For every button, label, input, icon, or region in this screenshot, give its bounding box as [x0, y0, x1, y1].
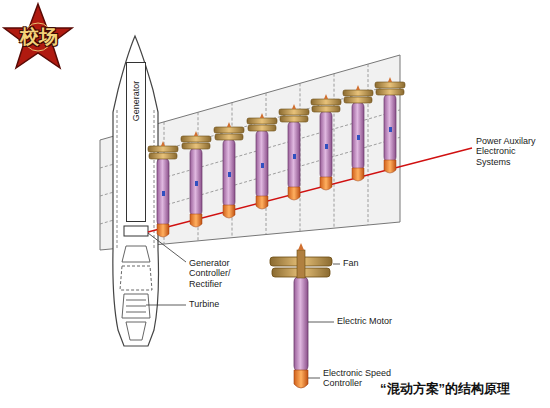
- fan-unit: [247, 113, 277, 209]
- leader-lines: [146, 233, 340, 378]
- power-line: [148, 148, 472, 232]
- logo-star: [4, 4, 72, 68]
- system-label: Power Auxilary Electronic Systems: [475, 136, 547, 167]
- part-label: Turbine: [188, 299, 220, 309]
- caption: “混动方案”的结构原理: [380, 380, 510, 398]
- wing: [100, 55, 400, 250]
- component-name: Generator: [131, 81, 141, 122]
- fan-unit: [181, 131, 211, 227]
- watermark: 校场: [20, 24, 58, 50]
- fan-unit: [148, 141, 178, 237]
- fan-unit: [279, 104, 309, 200]
- rectifier-box: [124, 226, 148, 236]
- part-label: Generator Controller/ Rectifier: [188, 258, 252, 289]
- fuselage: [113, 36, 159, 346]
- fan-unit: [343, 85, 373, 181]
- fan-unit: [214, 122, 244, 218]
- turbine: [120, 246, 152, 340]
- enlarged-fan-unit: [270, 243, 332, 388]
- fan-unit: [375, 77, 405, 173]
- fan-unit: [311, 94, 341, 190]
- grid-line: [368, 64, 369, 225]
- grid-line: [334, 74, 335, 228]
- part-label: Fan: [342, 258, 360, 268]
- part-label: Electric Motor: [336, 316, 393, 326]
- generator-box: Generator: [126, 62, 146, 222]
